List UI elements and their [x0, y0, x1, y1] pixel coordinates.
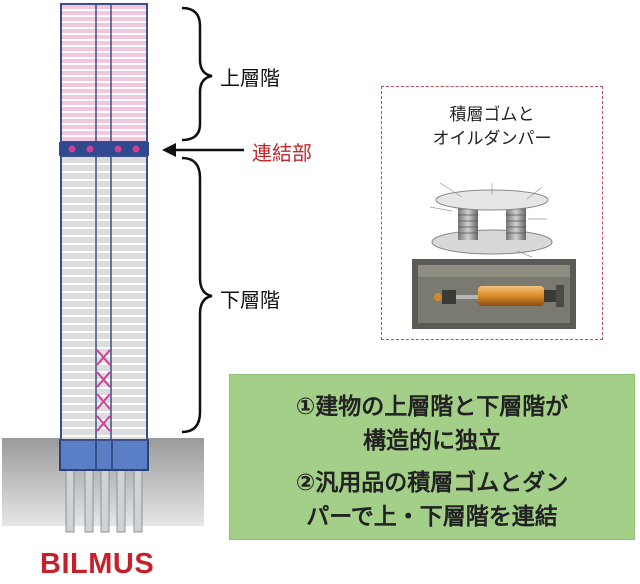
note-line-4: パーで上・下層階を連結 — [306, 504, 558, 530]
summary-note: ①建物の上層階と下層階が 構造的に独立 ②汎用品の積層ゴムとダン パーで上・下層… — [229, 374, 635, 540]
upper-brace — [181, 6, 213, 142]
bilmus-caption: BILMUS — [40, 548, 155, 580]
connection-label: 連結部 — [252, 141, 312, 165]
rubber-bearing-image — [429, 182, 553, 258]
piles — [65, 469, 143, 533]
base-block — [59, 439, 149, 471]
lower-brace — [181, 156, 213, 434]
connection-arrow — [162, 143, 244, 157]
lower-floors-label: 下層階 — [220, 288, 280, 312]
note-line-3: ②汎用品の積層ゴムとダン — [295, 470, 569, 496]
inset-illustrations — [412, 182, 576, 329]
note-line-1: ①建物の上層階と下層階が — [295, 394, 569, 420]
upper-floors — [60, 3, 148, 143]
inset-title: 積層ゴムと オイルダンパー — [382, 103, 602, 151]
oil-damper-image — [412, 259, 576, 329]
inset-title-line1: 積層ゴムと — [449, 105, 535, 125]
inset-title-line2: オイルダンパー — [432, 129, 552, 149]
inset-panel: 積層ゴムと オイルダンパー — [381, 86, 603, 340]
connection-part — [59, 142, 149, 156]
note-line-2: 構造的に独立 — [363, 428, 501, 454]
lower-floors — [60, 155, 148, 441]
upper-floors-label: 上層階 — [220, 66, 280, 90]
